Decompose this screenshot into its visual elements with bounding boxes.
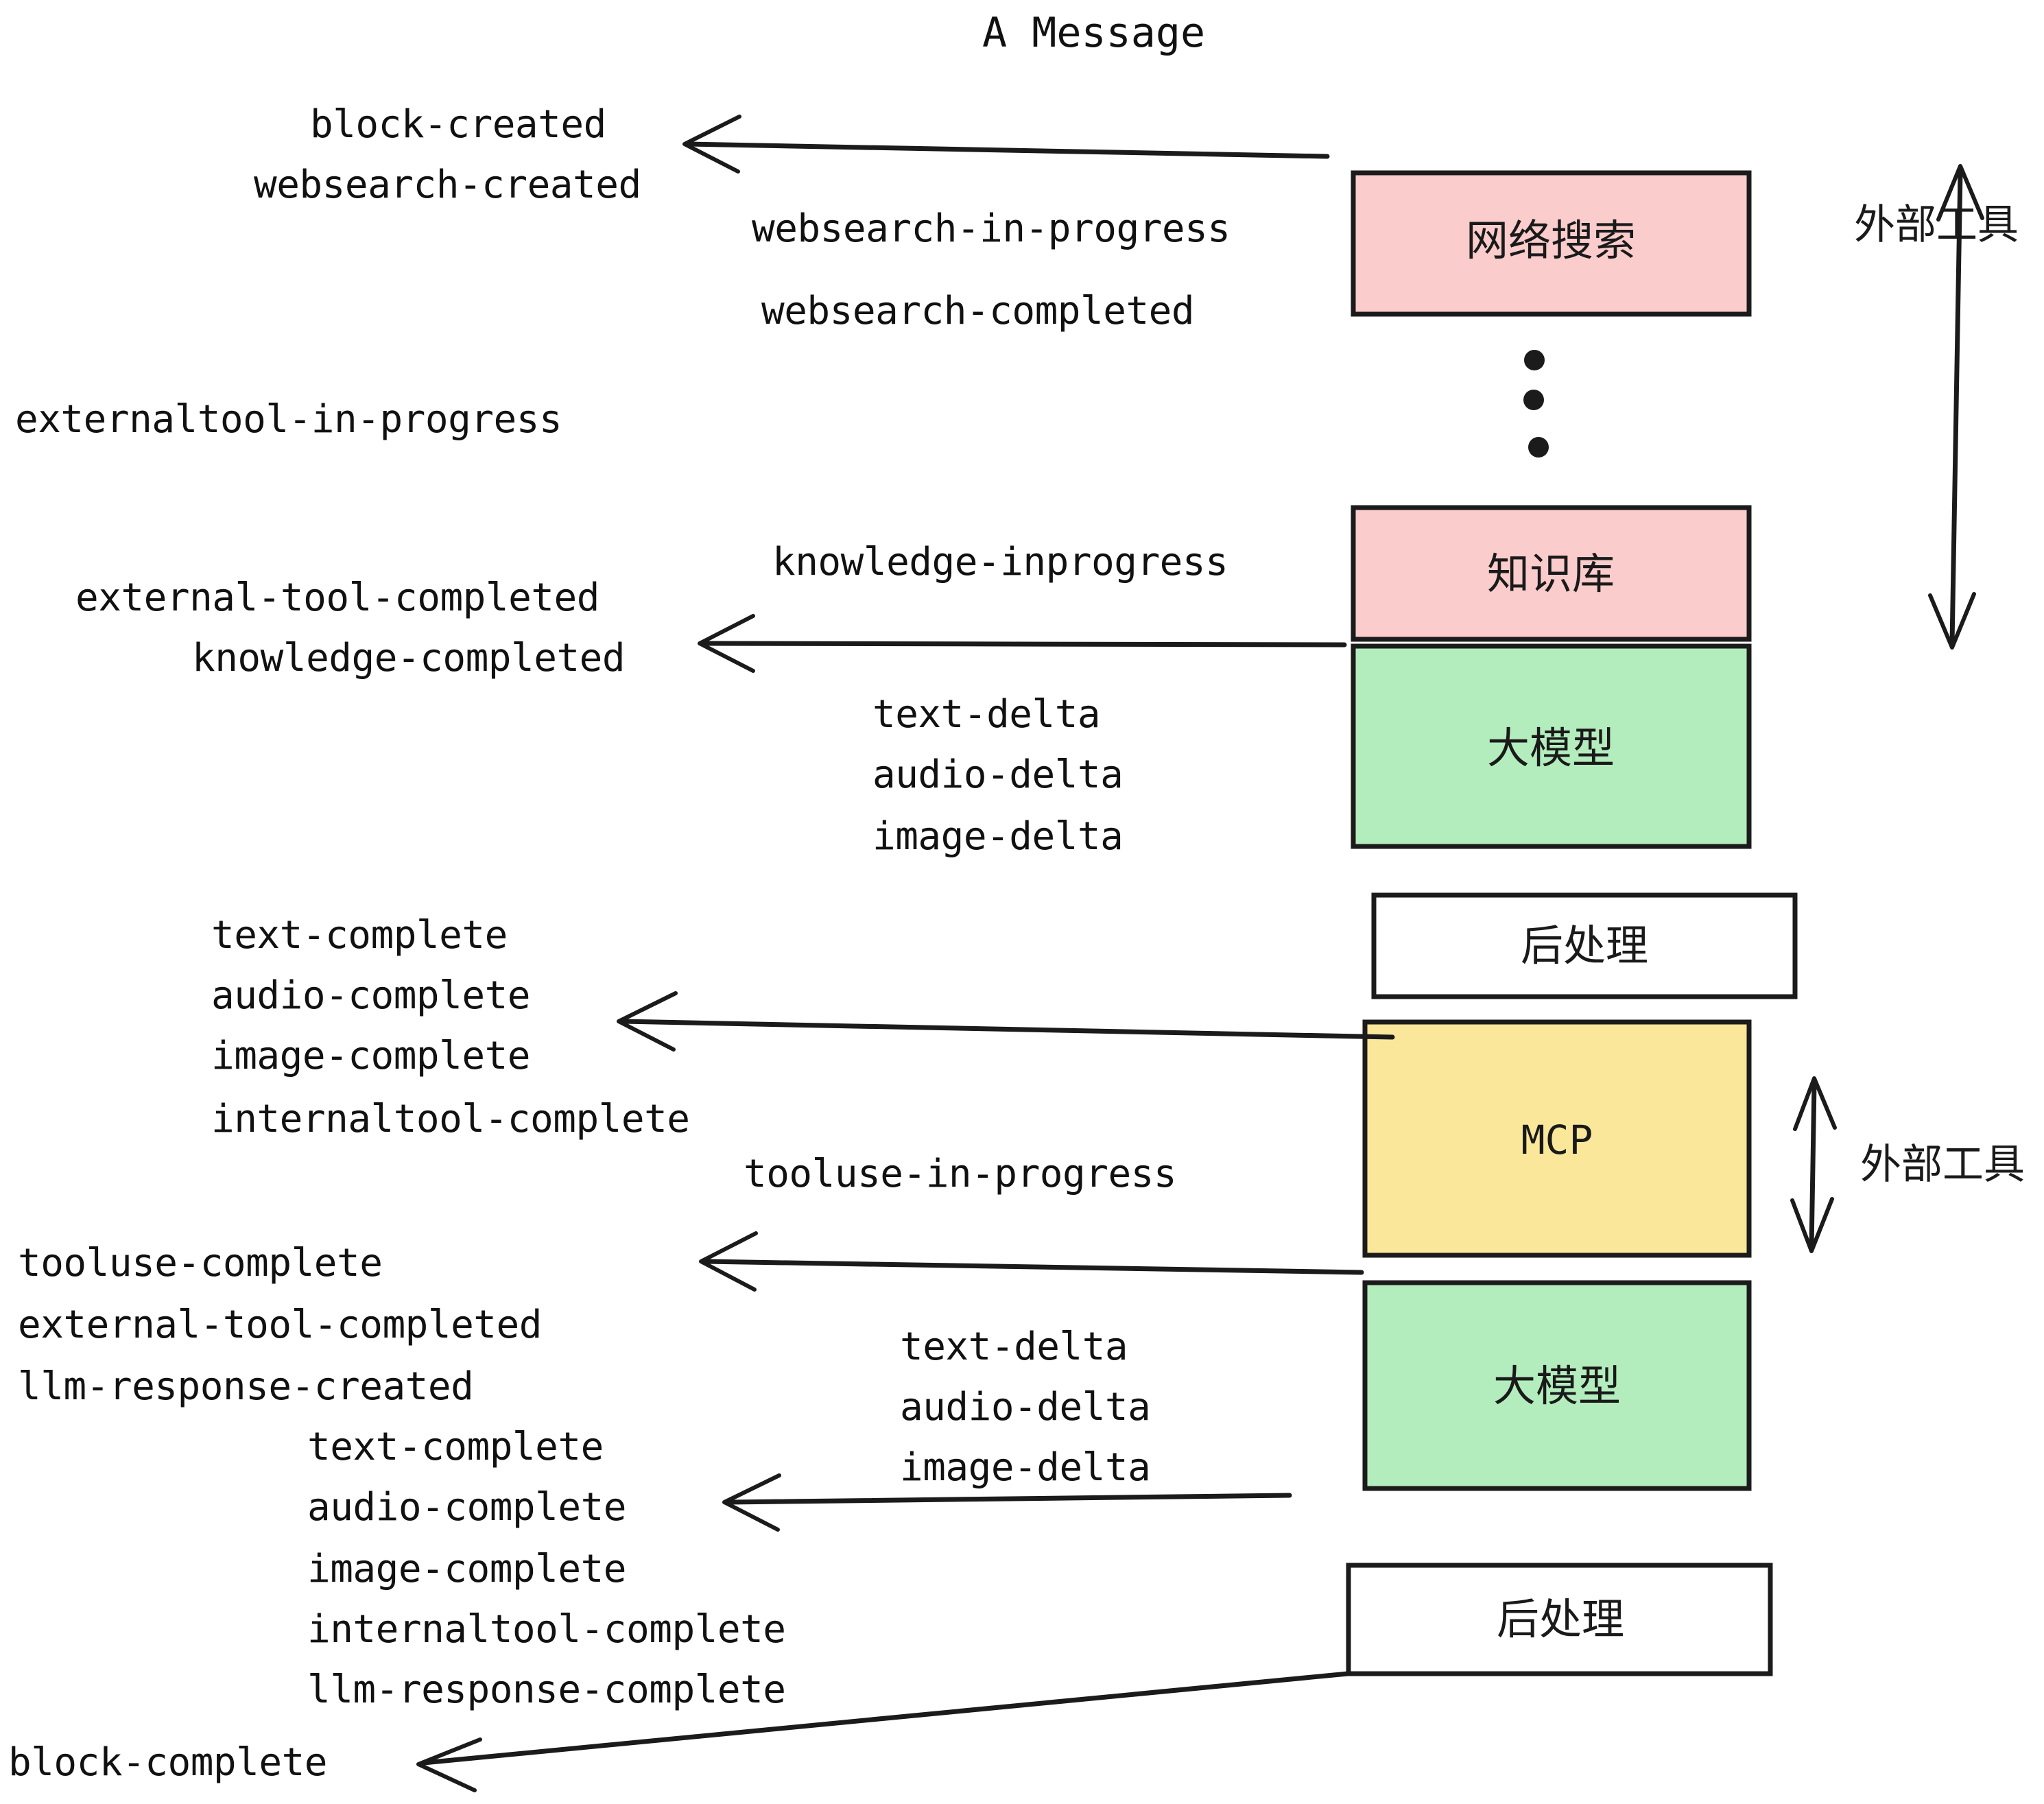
box-postprocess-2-label: 后处理 xyxy=(1497,1594,1624,1644)
event-websearch-in-progress: websearch-in-progress xyxy=(752,206,1231,251)
external-tool-range-arrows xyxy=(1790,164,1984,1253)
box-llm-1-rect xyxy=(1351,643,1752,849)
event-knowledge-completed: knowledge-completed xyxy=(192,636,625,680)
event-websearch-created: websearch-created xyxy=(254,163,641,207)
event-audio-complete-2: audio-complete xyxy=(307,1485,626,1530)
component-boxes: 网络搜索 知识库 大模型 后处理 MCP 大模型 xyxy=(1346,170,1798,1676)
box-llm-1-label: 大模型 xyxy=(1487,723,1615,773)
event-internaltool-complete-2: internaltool-complete xyxy=(307,1607,786,1652)
box-mcp-rect xyxy=(1362,1019,1752,1258)
page-title: A Message xyxy=(982,9,1205,57)
event-llm-response-complete: llm-response-complete xyxy=(307,1667,786,1712)
box-websearch-label: 网络搜索 xyxy=(1466,215,1636,265)
box-websearch[interactable]: 网络搜索 xyxy=(1351,170,1752,317)
box-knowledge-rect xyxy=(1351,505,1752,642)
event-audio-delta-2: audio-delta xyxy=(900,1385,1150,1429)
box-websearch-rect xyxy=(1351,170,1752,317)
box-postprocess-2[interactable]: 后处理 xyxy=(1346,1563,1773,1676)
event-text-delta-2: text-delta xyxy=(900,1325,1128,1369)
event-llm-response-created: llm-response-created xyxy=(18,1364,473,1409)
box-postprocess-1-rect xyxy=(1371,892,1798,999)
event-internaltool-complete-1: internaltool-complete xyxy=(211,1097,690,1141)
box-postprocess-1-label: 后处理 xyxy=(1521,921,1648,971)
box-mcp-label: MCP xyxy=(1521,1117,1593,1163)
event-text-delta-1: text-delta xyxy=(872,692,1100,737)
box-llm-2-rect xyxy=(1362,1280,1752,1491)
ellipsis-dot-3 xyxy=(1528,437,1549,458)
ellipsis-dots xyxy=(1523,350,1549,458)
ellipsis-dot-2 xyxy=(1523,390,1544,410)
event-text-complete-1: text-complete xyxy=(211,913,508,958)
event-image-complete-2: image-complete xyxy=(307,1547,626,1591)
event-arrows xyxy=(416,115,1395,1792)
box-llm-1[interactable]: 大模型 xyxy=(1351,643,1752,849)
arrow-knowledge-completed xyxy=(698,614,1347,673)
event-externaltool-in-progress: externaltool-in-progress xyxy=(15,397,562,442)
arrow-audio-complete xyxy=(722,1473,1292,1532)
box-postprocess-1[interactable]: 后处理 xyxy=(1371,892,1798,999)
box-knowledge-label: 知识库 xyxy=(1487,549,1615,599)
event-image-delta-2: image-delta xyxy=(900,1445,1150,1490)
event-labels: block-created websearch-created websearc… xyxy=(8,102,1231,1785)
arrow-image-complete xyxy=(617,991,1395,1052)
event-image-delta-1: image-delta xyxy=(872,814,1123,859)
event-block-created: block-created xyxy=(310,102,606,147)
event-image-complete-1: image-complete xyxy=(211,1034,530,1078)
event-tooluse-in-progress: tooluse-in-progress xyxy=(744,1152,1176,1196)
external-tool-range-top-arrow xyxy=(1928,164,1984,650)
event-text-complete-2: text-complete xyxy=(307,1425,604,1469)
box-mcp[interactable]: MCP xyxy=(1362,1019,1752,1258)
event-audio-delta-1: audio-delta xyxy=(872,752,1123,797)
event-external-tool-completed-2: external-tool-completed xyxy=(18,1303,542,1347)
event-websearch-completed: websearch-completed xyxy=(761,289,1194,333)
box-llm-2[interactable]: 大模型 xyxy=(1362,1280,1752,1491)
side-label-external-tools-bottom: 外部工具 xyxy=(1860,1141,2025,1189)
ellipsis-dot-1 xyxy=(1524,350,1545,370)
external-tool-range-bottom-arrow xyxy=(1790,1076,1837,1253)
event-block-complete: block-complete xyxy=(8,1740,327,1785)
event-external-tool-completed-1: external-tool-completed xyxy=(75,575,599,620)
box-knowledge[interactable]: 知识库 xyxy=(1351,505,1752,642)
event-audio-complete-1: audio-complete xyxy=(211,973,530,1018)
arrow-block-created xyxy=(682,115,1330,174)
side-labels: 外部工具 外部工具 xyxy=(1854,201,2025,1189)
event-tooluse-complete: tooluse-complete xyxy=(18,1241,382,1285)
event-knowledge-inprogress: knowledge-inprogress xyxy=(772,540,1228,584)
box-postprocess-2-rect xyxy=(1346,1563,1773,1676)
box-llm-2-label: 大模型 xyxy=(1493,1361,1621,1411)
side-label-external-tools-top: 外部工具 xyxy=(1854,201,2019,249)
arrow-tooluse-complete xyxy=(699,1231,1364,1292)
arrow-block-complete xyxy=(416,1671,1351,1792)
